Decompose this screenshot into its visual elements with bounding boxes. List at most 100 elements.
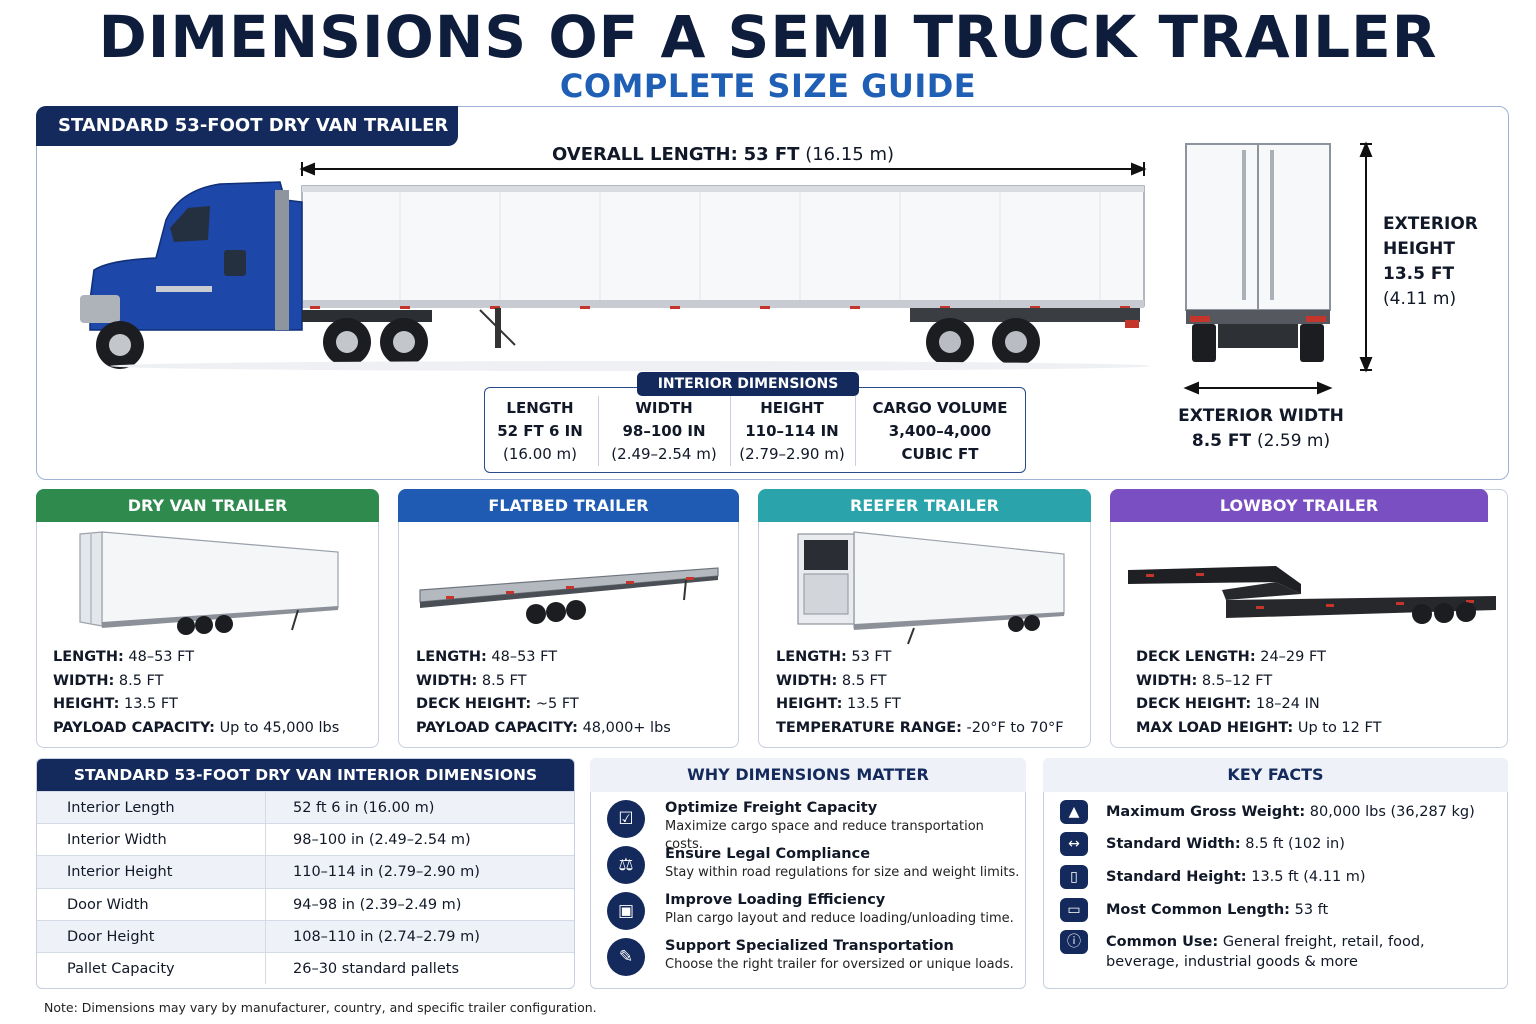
interior-width-label: WIDTH (635, 399, 693, 417)
spec-key: LENGTH: (416, 649, 487, 665)
spec-value: 53 FT (851, 649, 892, 665)
fact-value: 80,000 lbs (36,287 kg) (1309, 804, 1475, 820)
trailer-wheels (926, 318, 1040, 366)
card-dry-van-title: DRY VAN TRAILER (36, 489, 379, 522)
why-item-title: Improve Loading Efficiency (665, 892, 886, 908)
spec-key: DECK HEIGHT: (416, 696, 532, 712)
overall-length-label: OVERALL LENGTH: 53 FT (16.15 m) (300, 143, 1146, 167)
overall-length-arrow (299, 162, 1147, 176)
overall-length-caption: OVERALL LENGTH: (551, 144, 738, 165)
footnote: Note: Dimensions may vary by manufacture… (44, 1000, 597, 1015)
height-icon: ▯ (1060, 865, 1088, 889)
exterior-height-label: EXTERIOR (1383, 214, 1478, 234)
interior-length: LENGTH 52 FT 6 IN (16.00 m) (486, 397, 594, 466)
flatbed-specs: LENGTH: 48–53 FT WIDTH: 8.5 FT DECK HEIG… (416, 646, 671, 740)
spec-value: 24–29 FT (1260, 649, 1326, 665)
table-cell-value: 26–30 standard pallets (293, 960, 459, 977)
trailer-box (301, 185, 1145, 348)
interior-divider (855, 396, 856, 466)
interior-length-label: LENGTH (506, 399, 574, 417)
spec-value: 8.5 FT (118, 672, 164, 689)
weight-icon: ▲ (1060, 800, 1088, 824)
why-item-title: Ensure Legal Compliance (665, 846, 871, 862)
table-cell-value: 94–98 in (2.39–2.49 m) (293, 896, 462, 913)
table-title: STANDARD 53-FOOT DRY VAN INTERIOR DIMENS… (37, 759, 574, 791)
legal-document-icon: ⚖ (607, 846, 645, 884)
dry-van-trailer-image (79, 531, 339, 635)
spec-key: TEMPERATURE RANGE: (776, 719, 962, 736)
cargo-volume-unit: CUBIC FT (901, 445, 979, 463)
spec-value: ~5 FT (535, 696, 579, 712)
wrench-icon: ✎ (607, 938, 645, 976)
table-cell-label: Door Width (67, 896, 149, 913)
info-icon: ⓘ (1060, 930, 1088, 954)
table-cell-value: 108–110 in (2.74–2.79 m) (293, 928, 480, 945)
why-item: ▣ Improve Loading Efficiency Plan cargo … (605, 890, 1025, 934)
spec-key: WIDTH: (53, 672, 115, 689)
interior-dimensions-tag: INTERIOR DIMENSIONS (637, 372, 859, 396)
spec-key: MAX LOAD HEIGHT: (1136, 719, 1294, 736)
spec-value: 48–53 FT (128, 649, 195, 665)
fact-key: Common Use: (1106, 934, 1219, 950)
spec-value: -20°F to 70°F (966, 719, 1064, 736)
reefer-specs: LENGTH: 53 FT WIDTH: 8.5 FT HEIGHT: 13.5… (776, 646, 1064, 740)
spec-value: 18–24 IN (1255, 696, 1320, 712)
spec-value: 48–53 FT (491, 649, 558, 665)
spec-value: 8.5 FT (841, 672, 887, 689)
spec-key: PAYLOAD CAPACITY: (416, 719, 578, 736)
semi-truck-side-view (80, 162, 1150, 371)
spec-key: PAYLOAD CAPACITY: (53, 719, 215, 736)
why-item: ⚖ Ensure Legal Compliance Stay within ro… (605, 844, 1025, 888)
spec-key: HEIGHT: (53, 696, 120, 712)
interior-divider (730, 396, 731, 466)
flatbed-trailer-image (419, 567, 719, 624)
why-item: ☑ Optimize Freight Capacity Maximize car… (605, 798, 1025, 852)
card-flatbed-title: FLATBED TRAILER (398, 489, 739, 522)
overall-length-metric: (16.15 m) (805, 144, 895, 165)
tractor-wheels (96, 318, 428, 369)
page-title: DIMENSIONS OF A SEMI TRUCK TRAILER (98, 3, 1438, 71)
fact-key: Most Common Length: (1106, 902, 1290, 918)
spec-value: Up to 45,000 lbs (219, 719, 340, 736)
interior-divider (598, 396, 599, 466)
spec-value: 13.5 FT (123, 696, 178, 712)
card-lowboy-title: LOWBOY TRAILER (1110, 489, 1488, 522)
exterior-height-arrow (1359, 141, 1373, 373)
interior-height-value: 110–114 IN (745, 422, 839, 440)
interior-width-value: 98–100 IN (622, 422, 706, 440)
why-item-title: Support Specialized Transportation (665, 938, 954, 954)
why-item-desc: Maximize cargo space and reduce transpor… (665, 819, 984, 852)
why-item-desc: Plan cargo layout and reduce loading/unl… (665, 911, 1014, 926)
interior-length-metric: (16.00 m) (502, 445, 578, 463)
exterior-width-metric: (2.59 m) (1257, 431, 1331, 451)
spec-key: WIDTH: (1136, 672, 1198, 689)
interior-dimensions-table: STANDARD 53-FOOT DRY VAN INTERIOR DIMENS… (36, 758, 575, 989)
table-cell-value: 52 ft 6 in (16.00 m) (293, 800, 435, 816)
overall-length-value: 53 FT (743, 144, 800, 165)
spec-key: HEIGHT: (776, 696, 843, 712)
fact-value: 8.5 ft (102 in) (1245, 836, 1345, 852)
rear-doors (1185, 143, 1331, 362)
lowboy-trailer-image (1128, 566, 1496, 624)
dry-van-specs: LENGTH: 48–53 FT WIDTH: 8.5 FT HEIGHT: 1… (53, 646, 339, 740)
exterior-height-metric: (4.11 m) (1383, 289, 1457, 309)
exterior-height-value: 13.5 FT (1383, 264, 1455, 284)
exterior-width-label: EXTERIOR WIDTH (1178, 406, 1344, 426)
checklist-icon: ☑ (607, 800, 645, 838)
reefer-trailer-image (797, 531, 1065, 645)
table-cell-value: 98–100 in (2.49–2.54 m) (293, 832, 471, 849)
interior-height: HEIGHT 110–114 IN (2.79–2.90 m) (732, 397, 852, 466)
fact-key: Standard Width: (1106, 836, 1241, 852)
spec-value: 8.5 FT (481, 672, 527, 689)
spec-key: WIDTH: (776, 672, 838, 689)
why-item-desc: Stay within road regulations for size an… (665, 865, 1020, 880)
exterior-width-value: 8.5 FT (1191, 431, 1252, 451)
exterior-width-text: EXTERIOR WIDTH 8.5 FT (2.59 m) (1168, 404, 1354, 454)
fact-key: Standard Height: (1106, 869, 1247, 885)
fact-value: 13.5 ft (4.11 m) (1251, 869, 1366, 885)
interior-width-metric: (2.49–2.54 m) (611, 445, 717, 463)
